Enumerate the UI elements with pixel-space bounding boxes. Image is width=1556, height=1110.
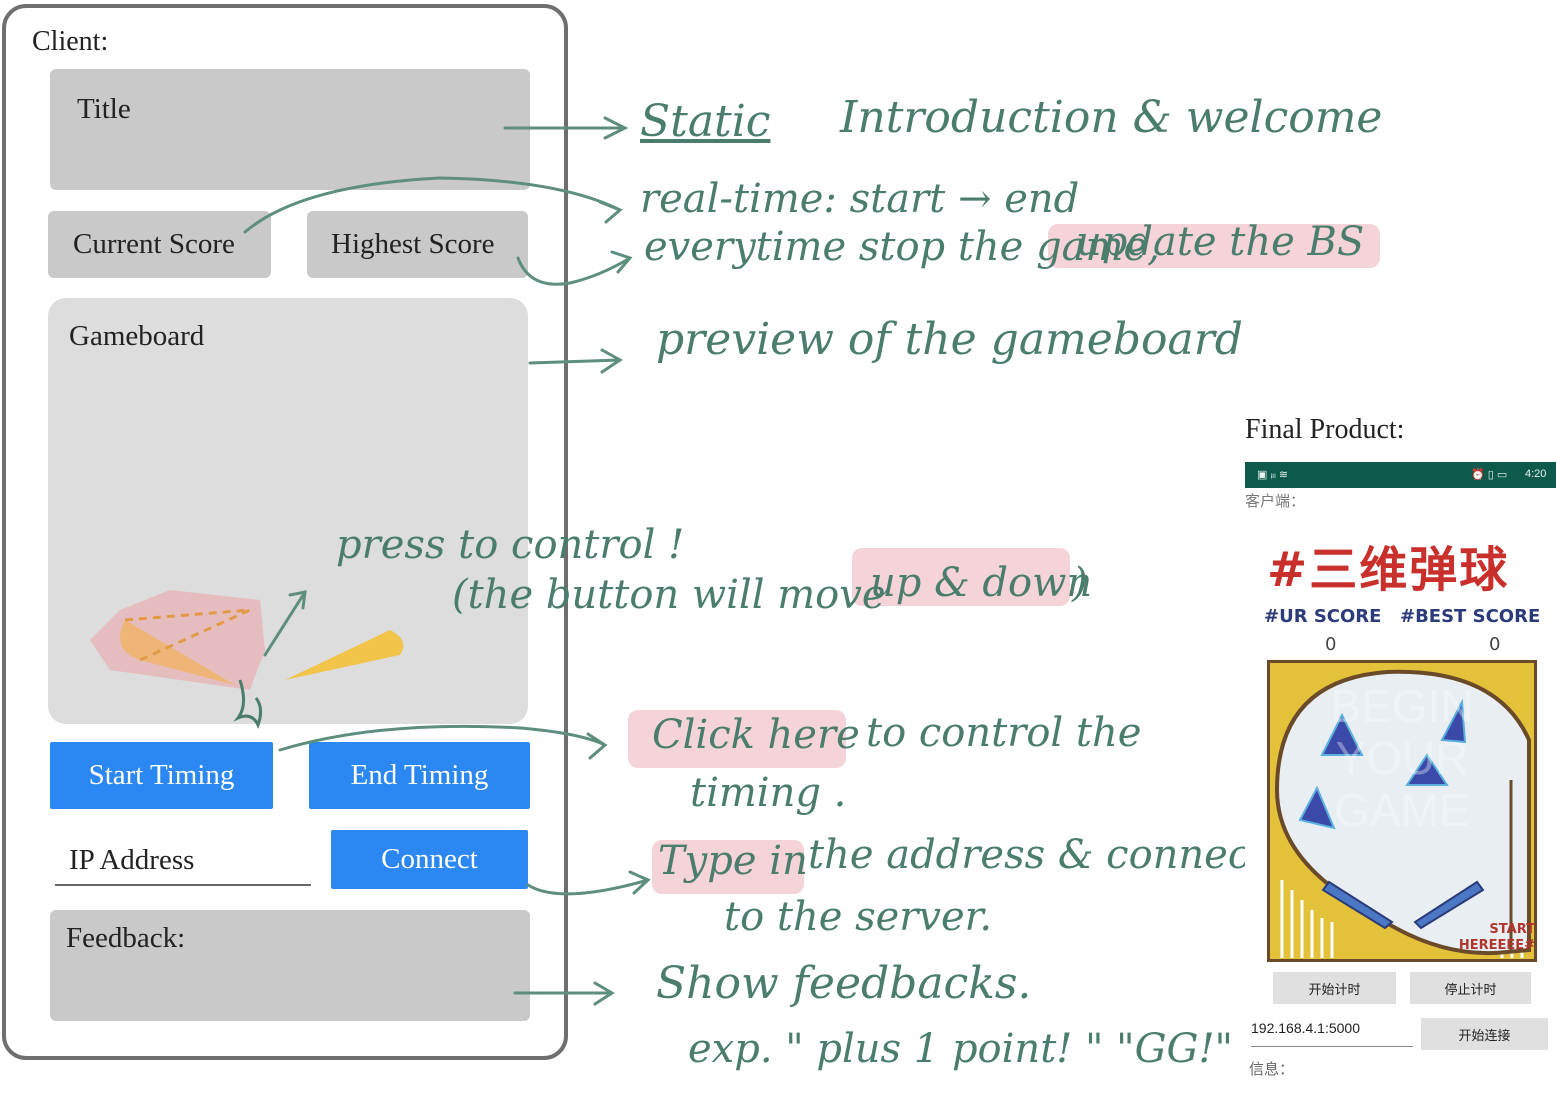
- game-title: #三维弹球: [1267, 542, 1510, 598]
- current-score-label: Current Score: [73, 228, 235, 260]
- arrow-feedback: [513, 981, 615, 1006]
- connect-button[interactable]: Connect: [331, 830, 528, 889]
- alarm-battery-icon: ⏰ ▯ ▭: [1471, 469, 1508, 481]
- info-label: 信息：: [1249, 1060, 1295, 1078]
- title-box: Title: [50, 69, 530, 190]
- note-current-score: real-time: start → end: [640, 176, 1080, 222]
- client-label: Client:: [32, 26, 109, 57]
- start-timer-button[interactable]: 开始计时: [1273, 972, 1396, 1004]
- highlight-type-in: [652, 840, 804, 894]
- arrow-control: [263, 590, 307, 657]
- gameboard-label: Gameboard: [69, 320, 205, 352]
- ur-score-value: 0: [1325, 634, 1337, 655]
- pinball-board[interactable]: BEGIN YOUR GAME START HEREEEE#: [1266, 659, 1538, 963]
- ur-score-label: #UR SCORE: [1264, 606, 1382, 627]
- signal-wifi-icon: ▣ ᵢₗₗ ≋: [1257, 469, 1289, 481]
- note-connect-b: the address & connect: [808, 832, 1267, 878]
- ip-placeholder: IP Address: [69, 844, 195, 876]
- right-flipper: [1413, 880, 1485, 930]
- pinball-board-graphic: [1266, 659, 1538, 963]
- arrow-timing: [278, 724, 608, 760]
- highlight-up-down: [852, 548, 1070, 606]
- note-timing-c: timing .: [690, 770, 847, 816]
- arrow-connect: [526, 870, 651, 896]
- note-introduction: Introduction & welcome: [840, 92, 1383, 143]
- arrow-current-score: [243, 176, 623, 234]
- arrow-highest-score: [516, 250, 633, 286]
- phone-screenshot: ▣ ᵢₗₗ ≋ ⏰ ▯ ▭ 4:20 客户端： #三维弹球 #UR SCORE …: [1245, 462, 1556, 1082]
- arrow-title: [503, 116, 629, 140]
- left-flipper: [1321, 880, 1394, 930]
- title-label: Title: [77, 93, 131, 125]
- note-control-1: press to control !: [336, 522, 685, 568]
- note-control-2a: (the button will move: [452, 572, 886, 618]
- triangle-bumper-2: [1440, 698, 1467, 744]
- feedback-box: Feedback:: [50, 910, 530, 1021]
- highlight-update-bs: [1048, 224, 1380, 268]
- note-control-2b: up & down: [870, 560, 1093, 606]
- triangle-bumper-1: [1320, 712, 1364, 756]
- note-timing-a: Click here: [652, 712, 860, 758]
- note-highest-score: everytime stop the game,: [644, 224, 1160, 270]
- note-control-2c: ): [1072, 560, 1088, 606]
- start-connect-button[interactable]: 开始连接: [1421, 1018, 1548, 1050]
- highlight-click-here: [628, 710, 846, 768]
- ip-address-field[interactable]: IP Address: [55, 840, 311, 886]
- triangle-bumper-4: [1298, 785, 1336, 830]
- note-connect-c: to the server.: [724, 894, 993, 940]
- stop-timer-button[interactable]: 停止计时: [1410, 972, 1531, 1004]
- flipper-sketch: [90, 590, 404, 729]
- note-feedback-b: exp. " plus 1 point! " "GG!": [688, 1026, 1233, 1072]
- board-watermark: BEGIN YOUR GAME: [1330, 680, 1474, 836]
- arrow-gameboard: [528, 348, 623, 374]
- highest-score-box: Highest Score: [307, 211, 528, 278]
- note-connect-a: Type in: [658, 838, 808, 884]
- note-update-bs: update the BS: [1076, 219, 1365, 265]
- feedback-label: Feedback:: [66, 922, 186, 954]
- client-frame: [2, 4, 568, 1060]
- best-score-value: 0: [1489, 634, 1501, 655]
- status-time: 4:20: [1525, 468, 1547, 480]
- ip-input[interactable]: 192.168.4.1:5000: [1251, 1020, 1413, 1047]
- note-gameboard: preview of the gameboard: [656, 314, 1243, 365]
- current-score-box: Current Score: [48, 211, 271, 278]
- best-score-label: #BEST SCORE: [1400, 606, 1541, 627]
- flipper-pressed-shape: [120, 620, 235, 685]
- start-here-text: START HEREEEE#: [1458, 922, 1535, 953]
- note-feedback-a: Show feedbacks.: [656, 958, 1032, 1009]
- flipper-yellow: [285, 630, 404, 680]
- highest-score-label: Highest Score: [331, 228, 495, 260]
- end-timing-button[interactable]: End Timing: [309, 742, 530, 809]
- hand-pointer-icon: [233, 679, 263, 729]
- note-timing-b: to control the: [866, 710, 1142, 756]
- final-product-label: Final Product:: [1245, 414, 1405, 445]
- status-bar: ▣ ᵢₗₗ ≋ ⏰ ▯ ▭ 4:20: [1245, 462, 1556, 488]
- triangle-bumper-3: [1405, 753, 1449, 786]
- client-label-cn: 客户端：: [1245, 492, 1306, 510]
- note-static: Static: [640, 96, 771, 147]
- highlight-scribble: [90, 590, 265, 690]
- start-timing-button[interactable]: Start Timing: [50, 742, 273, 809]
